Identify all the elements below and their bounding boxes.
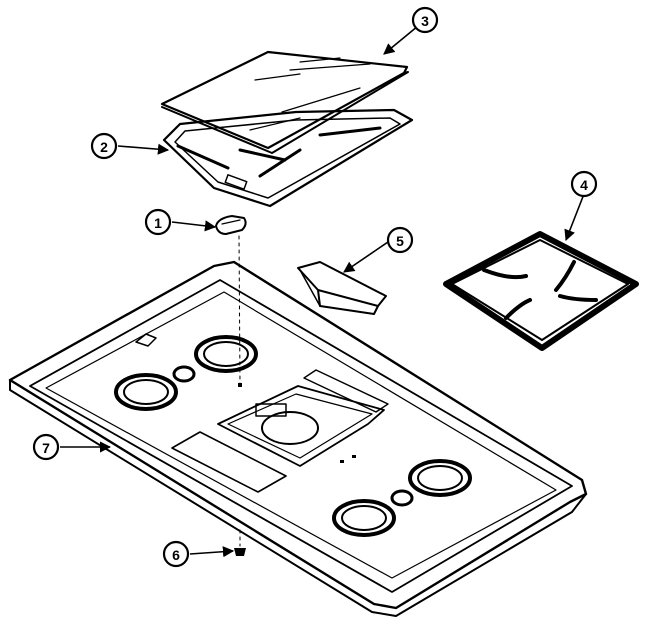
callout-1: 1 — [144, 208, 172, 236]
callout-2-label: 2 — [100, 139, 108, 155]
callout-7: 7 — [32, 433, 60, 461]
callout-5-label: 5 — [396, 233, 404, 249]
tray-frame — [162, 108, 414, 208]
callout-6: 6 — [162, 540, 190, 568]
callout-1-label: 1 — [154, 215, 162, 231]
clip-part — [215, 215, 247, 385]
callout-3-label: 3 — [421, 13, 429, 29]
cooktop-panel — [8, 260, 588, 617]
burner-grate — [443, 231, 639, 351]
drip-tray-small — [297, 261, 387, 315]
callout-6-label: 6 — [172, 547, 180, 563]
callout-3: 3 — [411, 6, 439, 34]
screw — [234, 529, 246, 556]
leader-lines — [60, 25, 585, 558]
callout-4: 4 — [570, 170, 598, 198]
cover-panel — [160, 50, 409, 154]
callout-7-label: 7 — [42, 440, 50, 456]
callout-5: 5 — [386, 226, 414, 254]
callout-2: 2 — [90, 132, 118, 160]
callout-4-label: 4 — [580, 177, 588, 193]
